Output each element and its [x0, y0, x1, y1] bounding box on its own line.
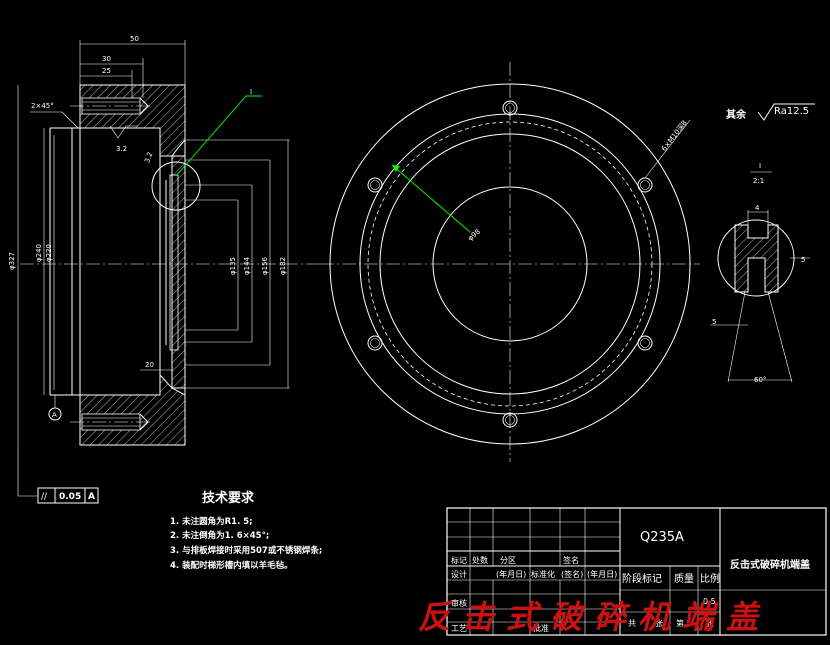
dim-dia98: φ98 [466, 228, 482, 243]
tb-total: 共 [628, 619, 636, 628]
bolt-outer-circle [359, 113, 661, 415]
detail-b: 4 [755, 204, 760, 212]
dim-dia327: φ327 [8, 252, 16, 270]
tech-title: 技术要求 [202, 490, 255, 506]
inner-ring [379, 133, 641, 395]
datum-circle [48, 407, 62, 421]
tb-process: 工艺 [451, 624, 467, 633]
dim-dia135: φ135 [229, 257, 237, 275]
tb-part-name: 反击式破碎机端盖 [730, 558, 810, 571]
tolerance-frame [37, 487, 99, 504]
tech-item-3: 3. 与排板焊接时采用507或不锈钢焊条; [170, 545, 322, 556]
outer-circle [329, 83, 691, 445]
tb-page: 第 [676, 618, 684, 628]
section-hatch-lower [79, 373, 186, 446]
detail-view: I 2:1 4 5 5 60° [710, 162, 810, 384]
tb-date1: (年月日) [496, 569, 526, 579]
detail-angle: 60° [754, 376, 766, 384]
dim-dia182: φ182 [279, 257, 287, 275]
roughness-value: Ra12.5 [774, 106, 809, 117]
dim-dia240: φ240 [35, 244, 43, 262]
tb-approve: 批准 [533, 623, 549, 633]
roughness-note: 其余 Ra12.5 [726, 103, 815, 121]
detail-s2: 5 [712, 318, 716, 326]
tb-stage: 阶段标记 [622, 572, 662, 585]
dia98-leader [391, 164, 471, 233]
dim-chamfer: 2×45° [31, 102, 54, 110]
detail-scale-top: I [759, 162, 761, 170]
datum-letter: A [52, 411, 57, 419]
bore-circle [432, 186, 588, 342]
tb-date2: (年月日) [587, 569, 617, 579]
tb-sheet2: 张 [706, 619, 714, 628]
front-view: φ98 6×M10深8 [320, 62, 700, 462]
tolerance-symbol: // [41, 492, 48, 502]
dim-25: 25 [102, 67, 111, 75]
dim-dia144: φ144 [243, 256, 251, 275]
detail-s: 5 [801, 256, 805, 264]
roughness-32b: 3.2 [143, 151, 154, 164]
bolt-circle [367, 121, 653, 407]
detail-hatch [734, 224, 779, 293]
tb-mark: 标记 [451, 555, 467, 565]
bolt-holes [367, 100, 653, 428]
tb-count: 处数 [472, 555, 488, 565]
detail-circle [151, 161, 201, 211]
dim-50: 50 [130, 35, 139, 43]
section-view: I 50 30 25 2×45° 3.2 3.2 φ327 φ240 φ220 … [8, 35, 320, 504]
roughness-prefix: 其余 [726, 108, 747, 121]
tb-review: 审核 [451, 598, 467, 608]
section-hatch-upper [79, 84, 186, 157]
watermark-text: 反击式破碎机端盖 [418, 598, 770, 636]
dim-holes: 6×M10深8 [659, 118, 689, 152]
dim-dia156: φ156 [261, 256, 269, 275]
tb-sheets: 张 [655, 619, 663, 628]
dim-20: 20 [145, 361, 154, 369]
leader-label: I [250, 88, 252, 96]
tb-standard: 标准化 [531, 569, 555, 579]
tolerance-ref: A [88, 492, 95, 502]
dim-30: 30 [102, 55, 111, 63]
tb-design: 设计 [451, 569, 467, 579]
dim-dia220: φ220 [45, 244, 53, 262]
tb-scale: 比例 [700, 572, 720, 585]
tech-item-2: 2. 未注倒角为1. 6×45°; [170, 530, 269, 541]
tb-scale-value: 0.5 [703, 597, 716, 606]
title-block: Q235A 反击式破碎机端盖 标记 处数 分区 签名 设计 (年月日) 标准化 … [446, 507, 827, 636]
tolerance-value: 0.05 [59, 492, 81, 502]
tech-item-4: 4. 装配时梯形槽内填以羊毛毡。 [170, 560, 293, 571]
tb-sign2: (签名) [561, 569, 583, 579]
detail-scale-bottom: 2:1 [753, 177, 764, 185]
tech-item-1: 1. 未注圆角为R1. 5; [170, 516, 253, 527]
tb-sign: 签名 [563, 555, 579, 565]
tech-requirements: 技术要求 1. 未注圆角为R1. 5; 2. 未注倒角为1. 6×45°; 3.… [170, 490, 322, 571]
tb-weight: 质量 [674, 573, 694, 585]
tb-material: Q235A [640, 530, 684, 545]
tb-zone: 分区 [500, 556, 516, 565]
detail-leader [175, 95, 262, 177]
roughness-32: 3.2 [116, 145, 127, 153]
section-hatch-wall [171, 155, 186, 389]
